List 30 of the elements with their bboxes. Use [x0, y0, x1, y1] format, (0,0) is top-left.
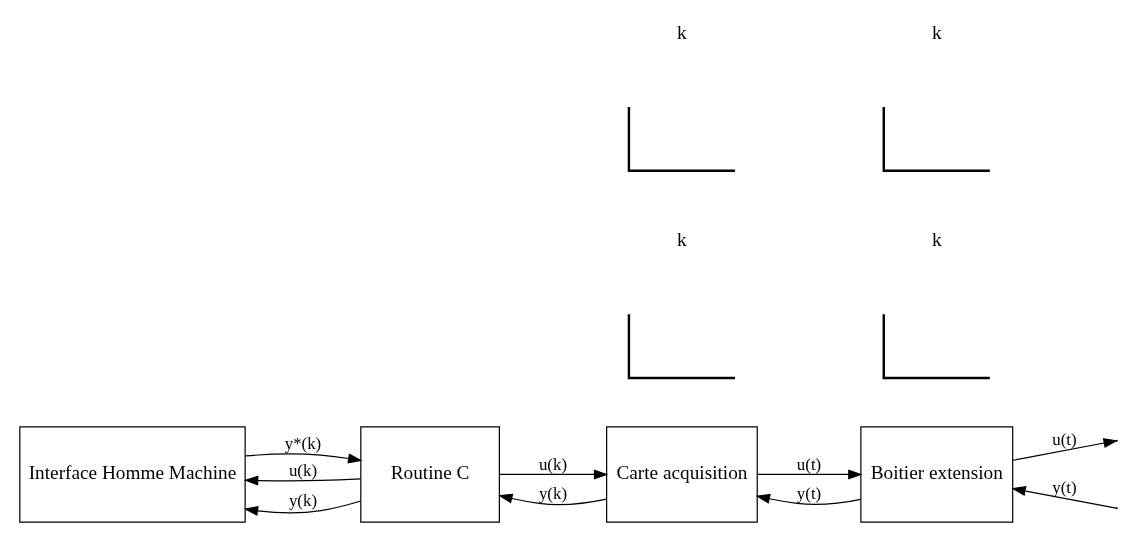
- arrow: [497, 493, 607, 506]
- node-picture: [882, 314, 990, 380]
- edge-label: y(t): [1051, 477, 1077, 497]
- node-label: k: [676, 22, 687, 44]
- edge-label: y(k): [288, 491, 317, 511]
- edge-label: u(k): [538, 454, 567, 474]
- node-label: k: [931, 229, 942, 251]
- node-label: k: [676, 229, 687, 251]
- edge-label: u(k): [288, 460, 317, 480]
- edge-label: u(t): [1051, 429, 1077, 449]
- node-picture: [882, 106, 990, 172]
- node-box: Routine C: [359, 426, 500, 523]
- arrow: [756, 469, 863, 480]
- node-box: Boitier extension: [859, 426, 1013, 523]
- arrow: [243, 500, 361, 516]
- arrow: [498, 469, 608, 480]
- node-box: Carte acquisition: [605, 426, 758, 523]
- arrow: [243, 475, 361, 486]
- edge-label: y(k): [538, 483, 567, 503]
- arrow: [244, 453, 362, 464]
- node-label: k: [931, 22, 942, 44]
- arrow: [1012, 438, 1118, 461]
- edge-label: u(t): [796, 454, 821, 474]
- node-picture: [627, 106, 735, 172]
- arrow: [755, 493, 861, 506]
- node-box: Interface Homme Machine: [18, 426, 246, 523]
- arrow: [1010, 486, 1117, 509]
- edge-label: y*(k): [284, 434, 321, 454]
- node-picture: [627, 314, 735, 380]
- edge-label: y(t): [796, 483, 821, 503]
